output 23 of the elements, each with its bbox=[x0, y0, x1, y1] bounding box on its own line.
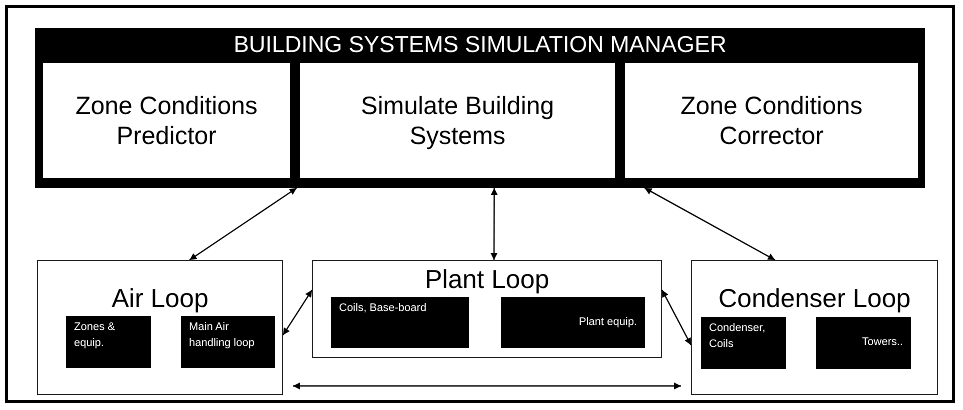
component-box: Towers.. bbox=[816, 317, 911, 369]
module-box: Simulate Building Systems bbox=[300, 63, 615, 178]
loop-title: Air Loop bbox=[110, 283, 210, 314]
double-arrow bbox=[661, 290, 692, 346]
component-box: Main Air handling loop bbox=[181, 316, 275, 368]
double-arrow bbox=[490, 188, 498, 260]
band-title: BUILDING SYSTEMS SIMULATION MANAGER bbox=[232, 31, 728, 58]
loop-title: Plant Loop bbox=[424, 264, 550, 295]
manager-band bbox=[35, 28, 925, 188]
loop-box bbox=[312, 260, 662, 358]
component-box: Condenser, Coils bbox=[701, 317, 786, 369]
component-box: Plant equip. bbox=[501, 297, 645, 348]
double-arrow bbox=[189, 187, 298, 261]
double-arrow bbox=[282, 290, 313, 336]
component-box: Coils, Base-board bbox=[331, 297, 469, 348]
component-box: Zones & equip. bbox=[66, 316, 151, 368]
double-arrow bbox=[293, 382, 681, 390]
loop-box bbox=[37, 260, 283, 395]
module-box: Zone Conditions Predictor bbox=[43, 63, 290, 178]
loop-box bbox=[691, 260, 938, 395]
loop-title: Condenser Loop bbox=[717, 283, 912, 314]
module-box: Zone Conditions Corrector bbox=[625, 63, 918, 178]
double-arrow bbox=[644, 187, 776, 261]
